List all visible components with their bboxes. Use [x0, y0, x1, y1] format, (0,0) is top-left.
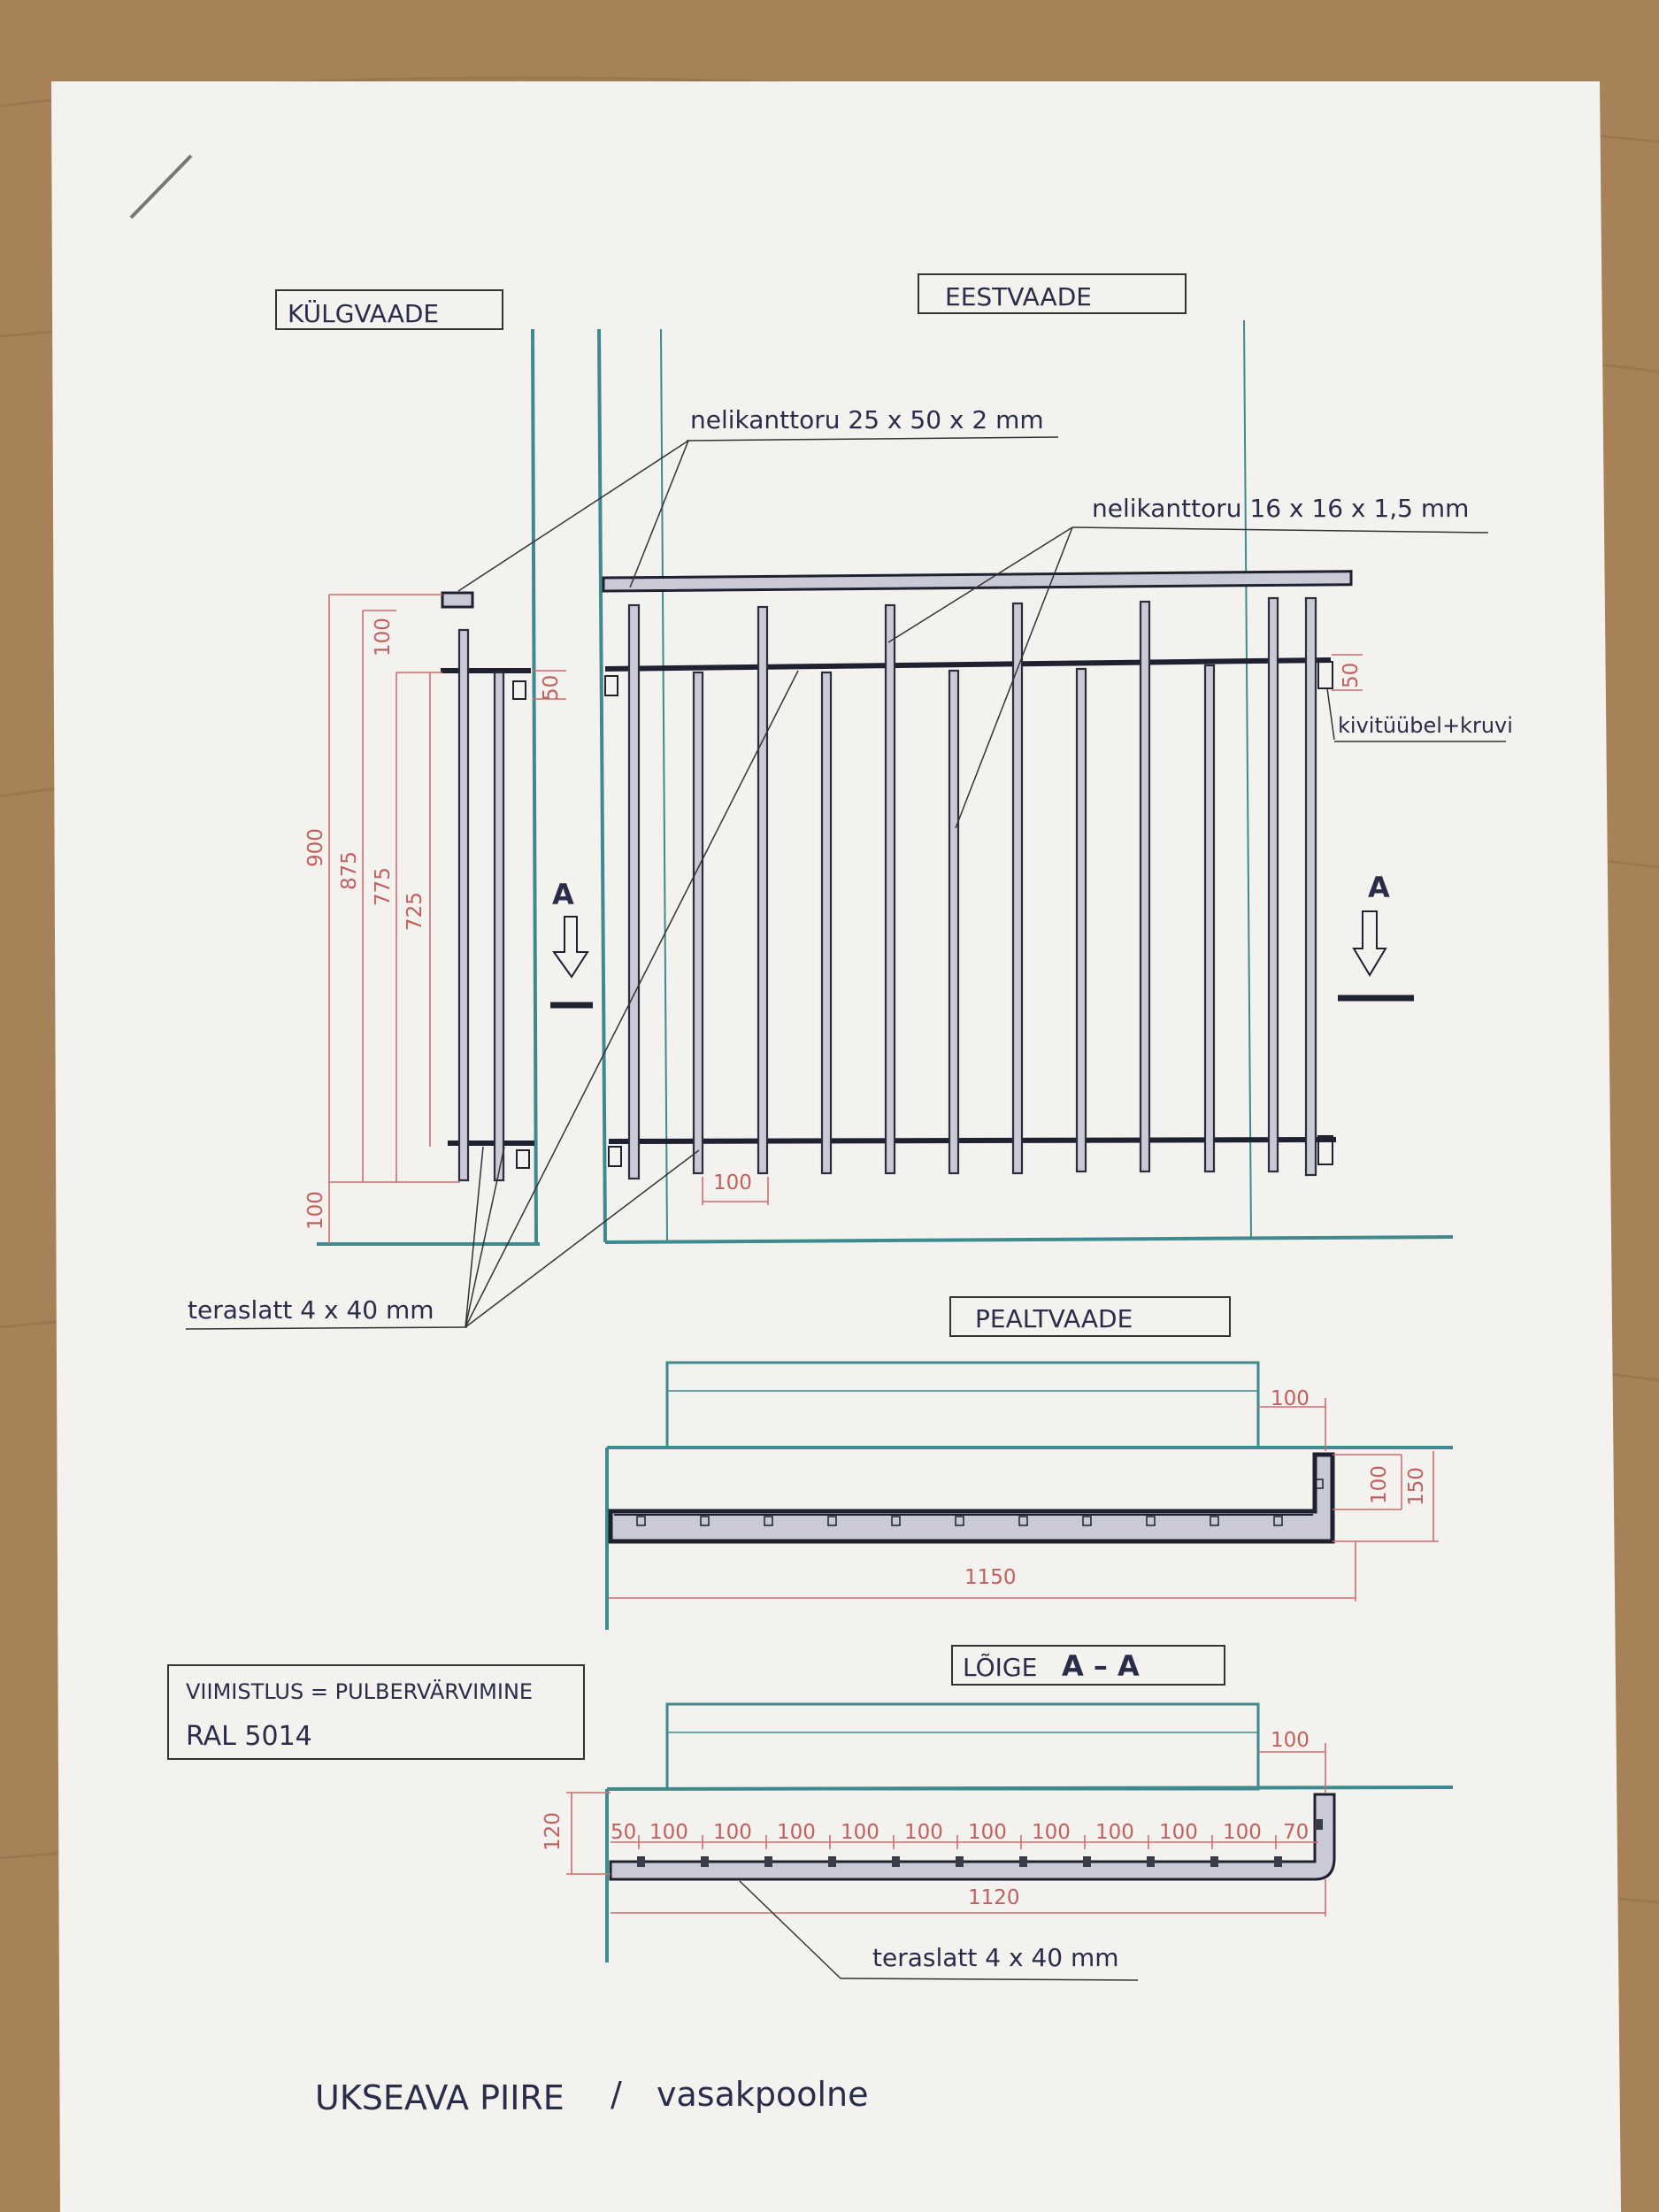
- svg-text:100: 100: [1159, 1821, 1198, 1844]
- front-view-title-box: [918, 273, 1187, 314]
- front-dim-50: 50: [1340, 663, 1363, 688]
- callout-flat-bar-section: teraslatt 4 x 40 mm: [872, 1943, 1119, 1972]
- top-view-title-box: [949, 1296, 1231, 1337]
- side-dim-775: 775: [372, 867, 395, 906]
- section-flat-bar: [609, 1793, 1336, 1881]
- side-anchor-top: [512, 680, 526, 700]
- footer-title: UKSEAVA PIIRE: [315, 2078, 565, 2117]
- staple: [129, 154, 193, 219]
- section-arrow-right: A: [1338, 871, 1414, 1002]
- front-anchor-top-right: [1317, 661, 1333, 689]
- svg-text:100: 100: [1223, 1821, 1262, 1844]
- callout-tube-25x50: nelikanttoru 25 x 50 x 2 mm: [690, 405, 1044, 434]
- side-view: 900 875 775 725 100 100 50: [304, 328, 566, 1246]
- section-dim-120: 120: [541, 1812, 565, 1851]
- front-view: 50 100: [597, 319, 1454, 1244]
- top-view: 100 100 150 1150: [605, 1361, 1453, 1630]
- callout-tube-16x16: nelikanttoru 16 x 16 x 1,5 mm: [1092, 494, 1469, 523]
- callout-anchor: kivitüübel+kruvi: [1338, 713, 1513, 738]
- front-handrail: [602, 570, 1353, 593]
- side-baluster: [493, 671, 505, 1182]
- side-dim-100-top: 100: [372, 618, 395, 657]
- svg-text:70: 70: [1283, 1821, 1309, 1844]
- svg-text:100: 100: [904, 1821, 943, 1844]
- top-view-title: PEALTVAADE: [975, 1304, 1133, 1333]
- svg-text:A: A: [552, 878, 574, 911]
- svg-text:A: A: [1368, 871, 1390, 904]
- finish-line-2: RAL 5014: [186, 1721, 312, 1752]
- side-dim-875: 875: [338, 851, 361, 890]
- top-dim-150-depth: 150: [1405, 1467, 1428, 1506]
- paper-sheet: [51, 81, 1621, 2212]
- side-view-title-box: [275, 289, 503, 330]
- front-view-title: EESTVAADE: [945, 282, 1092, 311]
- side-anchor-bottom: [516, 1149, 530, 1169]
- footer-separator: /: [611, 2075, 622, 2114]
- side-view-title: KÜLGVAADE: [288, 298, 439, 328]
- svg-text:50: 50: [611, 1821, 636, 1844]
- section-view: 50 100 100 100 100 100 100 100 100 100 1…: [541, 1702, 1454, 1962]
- front-lower-flat-bar: [608, 1137, 1337, 1144]
- section-arrow-left: A: [550, 878, 593, 1009]
- top-dim-100-offset: 100: [1271, 1387, 1310, 1410]
- section-spacing-labels: 50 100 100 100 100 100 100 100 100 100 1…: [611, 1821, 1309, 1844]
- side-top-rail-section: [441, 591, 474, 609]
- callout-flat-bar-side: teraslatt 4 x 40 mm: [188, 1295, 434, 1325]
- side-dim-725: 725: [403, 892, 426, 931]
- side-post: [457, 628, 470, 1182]
- front-upper-flat-bar: [604, 657, 1332, 672]
- svg-text:100: 100: [968, 1821, 1007, 1844]
- svg-text:100: 100: [1095, 1821, 1134, 1844]
- side-dim-900: 900: [304, 828, 327, 867]
- front-anchor-top-left: [604, 675, 618, 696]
- svg-text:100: 100: [841, 1821, 879, 1844]
- front-dim-100: 100: [713, 1171, 752, 1194]
- front-anchor-bottom-right: [1317, 1135, 1333, 1165]
- footer-subtitle: vasakpoolne: [657, 2075, 869, 2114]
- svg-text:100: 100: [777, 1821, 816, 1844]
- finish-line-1: VIIMISTLUS = PULBERVÄRVIMINE: [186, 1678, 533, 1704]
- front-right-post: [1304, 596, 1317, 1177]
- section-dim-100-offset: 100: [1271, 1729, 1310, 1752]
- top-dim-100-depth: 100: [1368, 1465, 1391, 1504]
- side-dim-50: 50: [540, 675, 563, 701]
- section-title-mark: A – A: [1062, 1649, 1140, 1683]
- svg-text:100: 100: [1032, 1821, 1071, 1844]
- side-dim-100-bottom: 100: [304, 1191, 327, 1230]
- top-dim-1150: 1150: [964, 1566, 1017, 1589]
- section-title-box: [951, 1645, 1225, 1686]
- front-left-post: [627, 603, 641, 1180]
- svg-text:100: 100: [649, 1821, 688, 1844]
- finish-box: [167, 1664, 585, 1760]
- front-balusters: [692, 596, 1279, 1175]
- front-anchor-bottom-left: [608, 1146, 622, 1167]
- section-dim-1120: 1120: [968, 1886, 1020, 1909]
- section-title-prefix: LÕIGE: [963, 1652, 1037, 1682]
- svg-text:100: 100: [713, 1821, 752, 1844]
